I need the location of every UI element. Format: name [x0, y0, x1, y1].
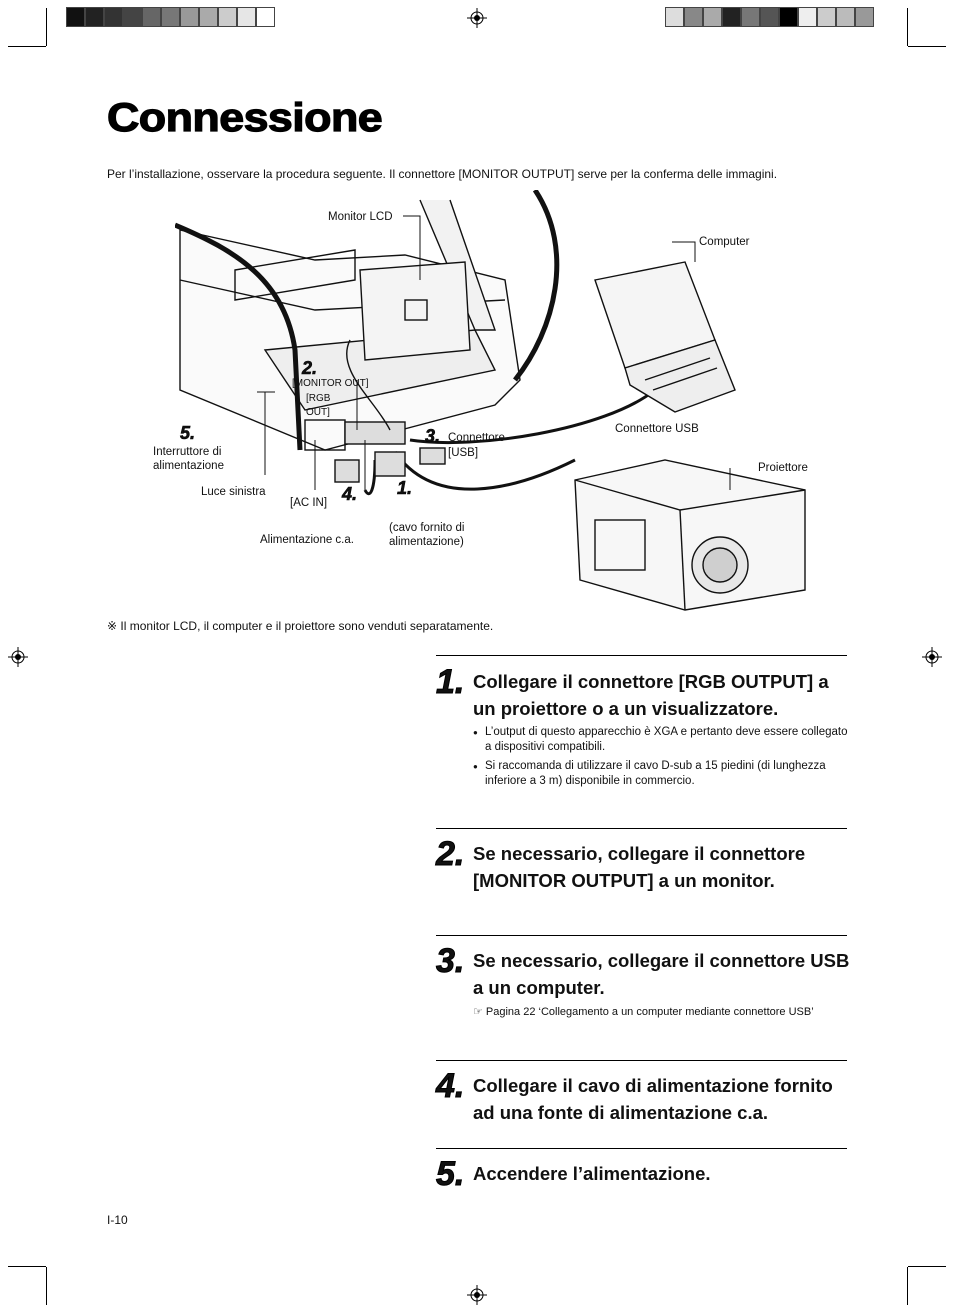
step-bullets: L’output di questo apparecchio è XGA e p… — [473, 725, 848, 793]
step-3: 3. Se necessario, collegare il connettor… — [435, 935, 849, 1056]
crop-mark — [8, 1266, 46, 1267]
label-connettore: Connettore — [448, 432, 505, 444]
color-bar-right — [665, 7, 874, 27]
page-number: I-10 — [107, 1213, 128, 1227]
step-number: 4. — [435, 1067, 465, 1105]
step-2: 2. Se necessario, collegare il connettor… — [435, 828, 847, 929]
step-title: Accendere l’alimentazione. — [473, 1163, 711, 1184]
label-proiettore: Proiettore — [758, 462, 808, 474]
label-interruttore-line2: alimentazione — [153, 460, 224, 472]
intro-text: Per l’installazione, osservare la proced… — [107, 167, 778, 181]
step-title: Collegare il cavo di alimentazione forni… — [473, 1075, 833, 1123]
step-number: 2. — [435, 835, 465, 873]
label-cavo-line1: (cavo fornito di — [389, 522, 465, 534]
label-cavo-line2: alimentazione) — [389, 536, 464, 548]
crop-mark — [46, 8, 47, 46]
step-5: 5. Accendere l’alimentazione. — [435, 1148, 847, 1199]
step-number: 1. — [435, 663, 465, 701]
label-alimentazione-ca: Alimentazione c.a. — [260, 534, 354, 546]
bullet-item: L’output di questo apparecchio è XGA e p… — [473, 725, 848, 755]
label-connettore-usb: Connettore USB — [615, 423, 699, 435]
label-out: OUT] — [306, 407, 330, 418]
crop-mark — [908, 46, 946, 47]
registration-mark-icon — [922, 647, 942, 667]
label-computer: Computer — [699, 236, 750, 248]
step-title: Collegare il connettore [RGB OUTPUT] a u… — [473, 671, 829, 719]
registration-mark-icon — [8, 647, 28, 667]
diagram-step-3: 3. — [425, 426, 441, 447]
color-bar-left — [66, 7, 275, 27]
diagram-step-4: 4. — [342, 484, 358, 505]
crop-mark — [907, 1267, 908, 1305]
diagram-step-2: 2. — [302, 358, 318, 379]
crop-mark — [907, 8, 908, 46]
label-usb: [USB] — [448, 447, 479, 459]
step-number: 3. — [435, 942, 465, 980]
step-title: Se necessario, collegare il connettore [… — [473, 843, 806, 891]
step-4: 4. Collegare il cavo di alimentazione fo… — [435, 1060, 847, 1141]
label-rgb: [RGB — [306, 393, 331, 404]
page-reference: ☞ Pagina 22 ‘Collegamento a un computer … — [473, 1006, 814, 1018]
step-title: Se necessario, collegare il connettore U… — [473, 950, 850, 998]
label-interruttore-line1: Interruttore di — [153, 446, 222, 458]
connection-diagram — [175, 190, 806, 611]
bullet-item: Si raccomanda di utilizzare il cavo D-su… — [473, 759, 848, 789]
label-luce-sinistra: Luce sinistra — [201, 486, 266, 498]
registration-mark-icon — [467, 1285, 487, 1305]
crop-mark — [46, 1267, 47, 1305]
page-title: Connessione — [106, 95, 383, 140]
label-ac-in: [AC IN] — [290, 497, 328, 509]
footnote: ※ Il monitor LCD, il computer e il proie… — [107, 619, 494, 633]
crop-mark — [8, 46, 46, 47]
crop-mark — [908, 1266, 946, 1267]
diagram-step-1: 1. — [397, 478, 413, 499]
step-1: 1. Collegare il connettore [RGB OUTPUT] … — [435, 655, 848, 826]
step-number: 5. — [435, 1155, 465, 1193]
registration-mark-icon — [467, 8, 487, 28]
label-monitor-lcd: Monitor LCD — [328, 211, 393, 223]
label-monitor-out: [MONITOR OUT] — [292, 378, 369, 389]
diagram-step-5: 5. — [180, 423, 196, 444]
